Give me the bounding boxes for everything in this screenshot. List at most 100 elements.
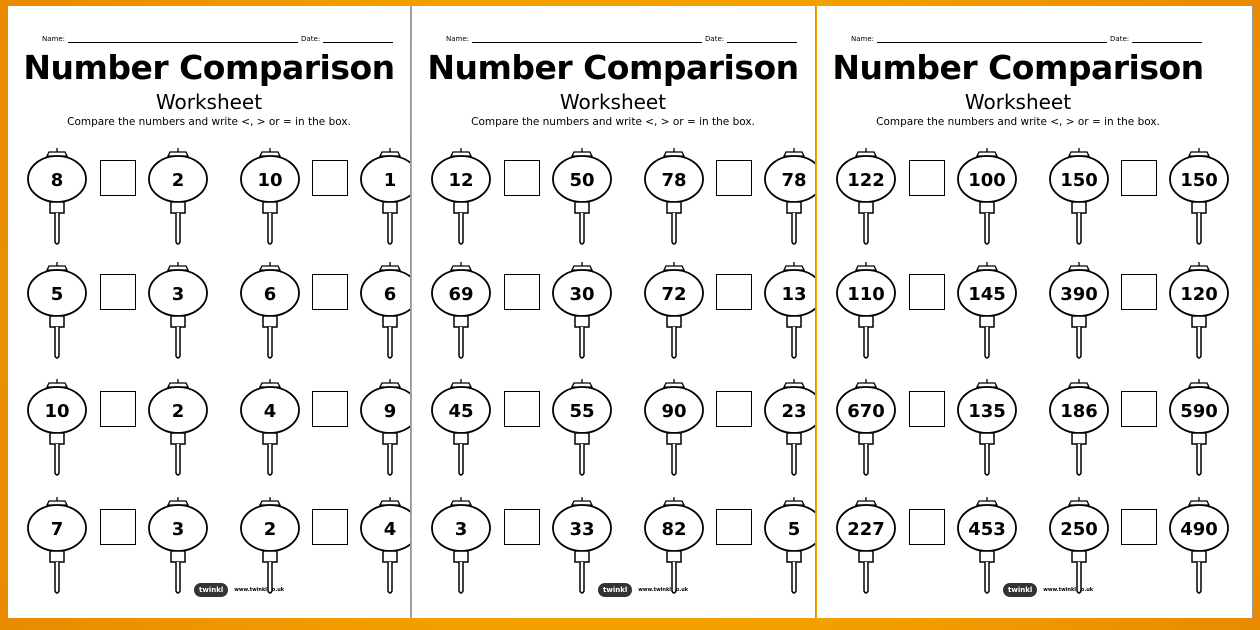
footer-url: www.twinkl.co.uk (234, 587, 285, 593)
answer-box[interactable] (716, 160, 752, 196)
answer-box[interactable] (909, 160, 945, 196)
lantern-value: 23 (781, 401, 807, 422)
lantern-value: 5 (50, 284, 64, 305)
lantern-icon (27, 262, 87, 359)
lantern-icon (552, 497, 612, 594)
lantern-number: 90 (642, 377, 706, 487)
lantern-icon (148, 262, 208, 359)
date-label: Date: (301, 35, 321, 43)
answer-box[interactable] (312, 160, 348, 196)
lantern-value: 670 (847, 401, 885, 422)
answer-box[interactable] (100, 509, 136, 545)
answer-box[interactable] (716, 274, 752, 310)
lantern-icon (644, 379, 704, 476)
answer-box[interactable] (504, 509, 540, 545)
worksheet-subtitle: Worksheet (559, 90, 667, 114)
lantern-number: 5 (25, 260, 89, 370)
answer-box[interactable] (909, 274, 945, 310)
answer-box[interactable] (1121, 274, 1157, 310)
lantern-number: 2 (146, 146, 210, 256)
lantern-value: 2 (263, 519, 277, 540)
lantern-value: 145 (968, 284, 1006, 305)
lantern-value: 78 (781, 170, 807, 191)
lantern-icon (240, 379, 300, 476)
lantern-value: 12 (448, 170, 474, 191)
lantern-number: 7 (25, 495, 89, 605)
lantern-icon (764, 379, 815, 476)
lantern-icon (764, 262, 815, 359)
name-field[interactable] (68, 34, 299, 43)
lantern-value: 7 (50, 519, 64, 540)
lantern-number: 670 (834, 377, 898, 487)
lantern-number: 122 (834, 146, 898, 256)
date-field[interactable] (1132, 34, 1203, 43)
answer-box[interactable] (312, 274, 348, 310)
twinkl-logo: twinkl (598, 583, 633, 597)
answer-box[interactable] (716, 509, 752, 545)
lantern-number: 50 (550, 146, 614, 256)
answer-box[interactable] (312, 391, 348, 427)
name-field[interactable] (472, 34, 703, 43)
lantern-number: 390 (1047, 260, 1111, 370)
name-label: Name: (42, 35, 66, 43)
answer-box[interactable] (312, 509, 348, 545)
lantern-value: 227 (847, 519, 885, 540)
lantern-number: 227 (834, 495, 898, 605)
lantern-number: 2 (238, 495, 302, 605)
lantern-number: 72 (642, 260, 706, 370)
lantern-value: 150 (1060, 170, 1098, 191)
lantern-number: 10 (25, 377, 89, 487)
answer-box[interactable] (1121, 160, 1157, 196)
name-field[interactable] (877, 34, 1108, 43)
lantern-icon (431, 379, 491, 476)
lantern-value: 1 (383, 170, 397, 191)
lantern-value: 150 (1180, 170, 1218, 191)
lantern-icon (644, 262, 704, 359)
answer-box[interactable] (1121, 509, 1157, 545)
date-field[interactable] (727, 34, 798, 43)
answer-box[interactable] (504, 160, 540, 196)
answer-box[interactable] (909, 391, 945, 427)
lantern-icon (836, 262, 896, 359)
lantern-number: 4 (238, 377, 302, 487)
worksheet-title: Number Comparison (23, 48, 395, 87)
lantern-icon (836, 497, 896, 594)
lantern-value: 45 (448, 401, 474, 422)
lantern-icon (148, 379, 208, 476)
lantern-icon (644, 148, 704, 245)
answer-box[interactable] (100, 160, 136, 196)
lantern-icon (1049, 148, 1109, 245)
lantern-number: 250 (1047, 495, 1111, 605)
lantern-icon (27, 148, 87, 245)
lantern-icon (957, 148, 1017, 245)
lantern-icon (360, 497, 410, 594)
lantern-value: 82 (661, 519, 687, 540)
lantern-value: 120 (1180, 284, 1218, 305)
worksheet-title: Number Comparison (832, 48, 1204, 87)
lantern-number: 45 (429, 377, 493, 487)
answer-box[interactable] (1121, 391, 1157, 427)
answer-box[interactable] (716, 391, 752, 427)
date-label: Date: (1110, 35, 1130, 43)
lantern-value: 590 (1180, 401, 1218, 422)
answer-box[interactable] (504, 274, 540, 310)
lantern-number: 8 (25, 146, 89, 256)
lantern-number: 6 (238, 260, 302, 370)
lantern-number: 9 (358, 377, 410, 487)
answer-box[interactable] (909, 509, 945, 545)
answer-box[interactable] (504, 391, 540, 427)
lantern-number: 135 (955, 377, 1019, 487)
lantern-value: 72 (661, 284, 687, 305)
date-field[interactable] (323, 34, 394, 43)
lantern-icon (644, 497, 704, 594)
answer-box[interactable] (100, 274, 136, 310)
lantern-value: 390 (1060, 284, 1098, 305)
answer-box[interactable] (100, 391, 136, 427)
lantern-number: 3 (146, 260, 210, 370)
lantern-number: 590 (1167, 377, 1231, 487)
lantern-icon (1049, 497, 1109, 594)
lantern-number: 1 (358, 146, 410, 256)
lantern-number: 2 (146, 377, 210, 487)
lantern-value: 110 (847, 284, 885, 305)
lantern-icon (1169, 497, 1229, 594)
